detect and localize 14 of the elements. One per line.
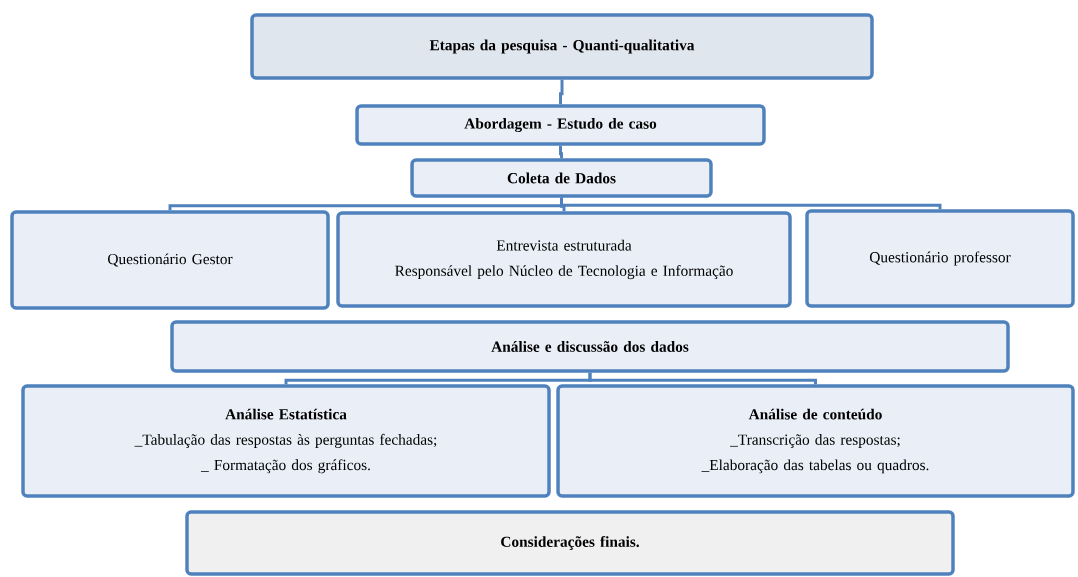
connector-line xyxy=(560,197,942,210)
connector-line xyxy=(559,145,563,159)
connector-line xyxy=(588,372,817,385)
stage-box: Questionário Gestor xyxy=(10,210,330,310)
stage-box: Análise de conteúdo _Transcrição das respostas; _Elaboração das tabelas ou quadros. xyxy=(556,384,1075,498)
stage-box: Entrevista estruturada Responsável pelo Núcleo de Tecnologia e Informação xyxy=(336,211,792,308)
stage-box: Questionário professor xyxy=(805,209,1075,308)
stage-box: Coleta de Dados xyxy=(410,158,713,198)
stage-box: Considerações finais. xyxy=(185,510,955,576)
stage-box: Etapas da pesquisa - Quanti-qualitativa xyxy=(250,13,874,80)
stage-box: Análise e discussão dos dados xyxy=(170,320,1010,373)
stage-box: Abordagem - Estudo de caso xyxy=(355,104,766,146)
connector-line xyxy=(559,79,564,105)
stage-box: Análise Estatística _Tabulação das respostas às perguntas fechadas; _ Formatação dos gráficos. xyxy=(21,384,551,498)
